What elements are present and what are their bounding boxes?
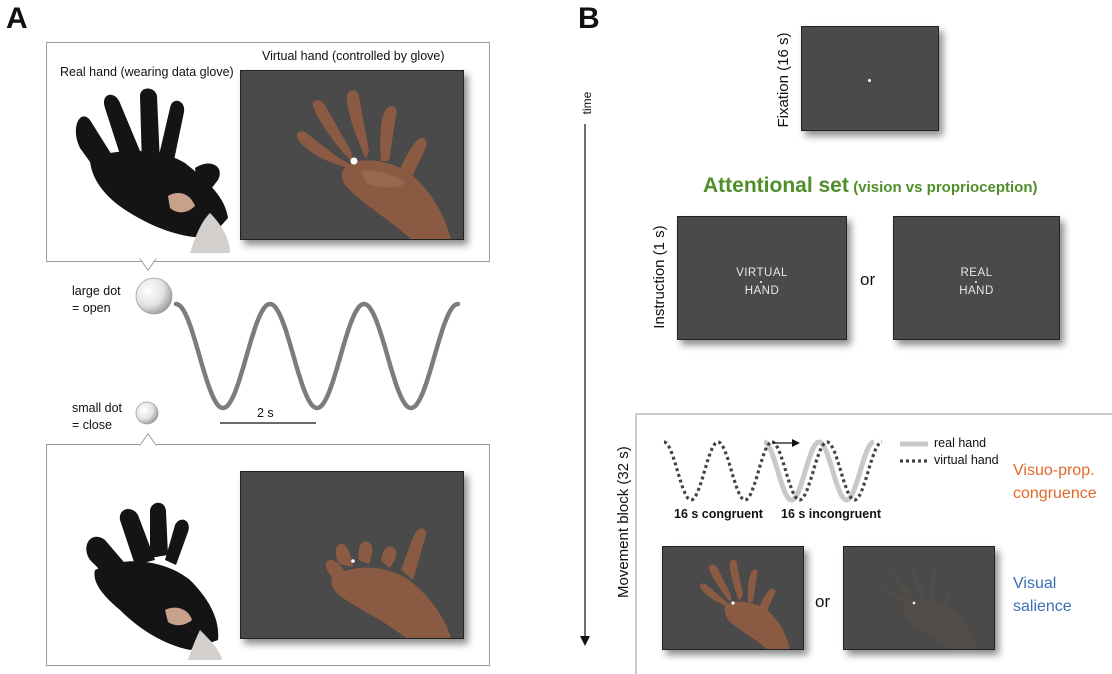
small-dot-label-2: = close (72, 418, 112, 432)
top-callout-pointer (139, 258, 157, 271)
instruction-virtual-line1: VIRTUAL (736, 267, 788, 279)
panel-b-letter: B (578, 2, 600, 35)
instruction-real-line1: REAL (960, 267, 993, 279)
visual-salience-label-1: Visual (1013, 575, 1057, 592)
fixation-dot (868, 79, 871, 82)
salience-screen-faded (843, 546, 995, 650)
congruence-waves (663, 439, 883, 503)
instruction-virtual-line2: HAND (744, 285, 780, 297)
fixation-label: Fixation (16 s) (775, 32, 792, 128)
virtual-hand-closed-image (325, 528, 451, 638)
real-hand-label: Real hand (wearing data glove) (60, 65, 234, 79)
virtual-hand-label: Virtual hand (controlled by glove) (262, 49, 445, 63)
virtual-hand-open-image (296, 90, 451, 239)
time-label: time (580, 91, 594, 115)
movement-block-label: Movement block (32 s) (615, 446, 632, 598)
open-close-sine-wave (173, 301, 461, 424)
instruction-virtual-dot (760, 281, 762, 283)
movement-block-frame (635, 413, 1112, 674)
attentional-set-sub: (vision vs proprioception) (853, 179, 1038, 196)
salience-screen-visible (662, 546, 804, 650)
visual-salience-label-2: salience (1013, 598, 1072, 615)
instruction-screen-real: REAL HAND (893, 216, 1060, 340)
congruent-label: 16 s congruent (674, 507, 763, 521)
fixation-screen (801, 26, 939, 131)
instruction-or-label: or (860, 270, 876, 289)
small-dot-label-1: small dot (72, 401, 123, 415)
small-dot-icon (135, 401, 159, 425)
virtual-hand-visible-image (700, 559, 790, 649)
phase-shift-arrow (773, 439, 800, 447)
large-dot-label-2: = open (72, 301, 111, 315)
attentional-set-main: Attentional set (703, 174, 849, 197)
virtual-hand-screen-top (240, 70, 464, 240)
incongruent-label: 16 s incongruent (781, 507, 882, 521)
time-scale-label: 2 s (257, 406, 274, 420)
instruction-real-line2: HAND (959, 285, 994, 297)
salience-or-label: or (815, 592, 831, 611)
large-dot-label-1: large dot (72, 284, 121, 298)
data-glove-open-image (75, 88, 230, 253)
visuo-prop-label-1: Visuo-prop. (1013, 462, 1095, 479)
panel-a-letter: A (6, 2, 28, 35)
data-glove-closed-image (86, 502, 222, 660)
legend-real-swatch (900, 441, 928, 447)
legend-real-label: real hand (934, 436, 987, 450)
instruction-real-dot (975, 281, 977, 283)
virtual-hand-screen-bottom (240, 471, 464, 639)
legend-virtual-swatch (900, 459, 928, 463)
time-arrow (580, 124, 590, 646)
attentional-set-title: Attentional set (vision vs proprioceptio… (703, 174, 1037, 198)
large-dot-icon (135, 277, 173, 315)
visuo-prop-label-2: congruence (1013, 485, 1097, 502)
instruction-label: Instruction (1 s) (651, 225, 668, 329)
legend-virtual-label: virtual hand (934, 453, 999, 467)
instruction-screen-virtual: VIRTUAL HAND (677, 216, 847, 340)
virtual-hand-faded-image (880, 561, 978, 649)
bottom-callout-pointer (139, 433, 157, 446)
